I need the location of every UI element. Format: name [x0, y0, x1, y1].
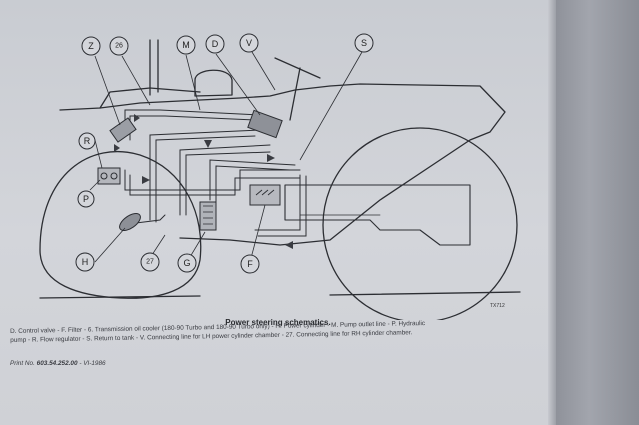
- power-steering-diagram: Z 26 M D V S R P H 27 G F TX712: [39, 33, 521, 320]
- callout-h: H: [82, 257, 89, 267]
- callout-d: D: [212, 39, 219, 49]
- lh-cylinder-line: [179, 144, 271, 216]
- callout-g: G: [183, 258, 190, 268]
- callout-p: P: [83, 194, 89, 204]
- oil-cooler: [199, 201, 217, 231]
- caption-title: Power steering schematics.: [225, 318, 331, 327]
- facing-page: [556, 0, 639, 425]
- page-gutter: [548, 0, 556, 425]
- callout-z: Z: [88, 41, 94, 51]
- power-cylinder: [119, 213, 141, 231]
- callout-26: 26: [115, 43, 123, 50]
- callout-m: M: [182, 40, 190, 50]
- print-number-value: 603.54.252.00: [36, 360, 78, 367]
- rear-wheel: [322, 127, 518, 320]
- tractor-outline: [59, 83, 506, 246]
- figure-reference: TX712: [490, 303, 505, 309]
- rh-cylinder-line: [149, 129, 261, 223]
- control-valve: [247, 109, 283, 139]
- filter-block: [249, 184, 281, 206]
- callout-r: R: [84, 136, 91, 146]
- pump-outlet-line: [124, 109, 261, 141]
- return-line: [124, 169, 301, 196]
- print-date: - VI-1986: [79, 360, 106, 367]
- cooler-line: [209, 159, 296, 203]
- flow-regulator: [109, 117, 137, 143]
- callout-f: F: [247, 259, 253, 269]
- callout-v: V: [246, 38, 252, 48]
- print-number: Print No. 603.54.252.00 - VI-1986: [10, 360, 106, 367]
- manual-page: [0, 0, 556, 425]
- callout-27: 27: [146, 259, 154, 266]
- hood-outline: [99, 87, 201, 109]
- callout-s: S: [361, 38, 367, 48]
- print-label: Print No.: [10, 360, 35, 367]
- hydraulic-pump: [97, 167, 121, 185]
- front-wheel: [39, 150, 202, 299]
